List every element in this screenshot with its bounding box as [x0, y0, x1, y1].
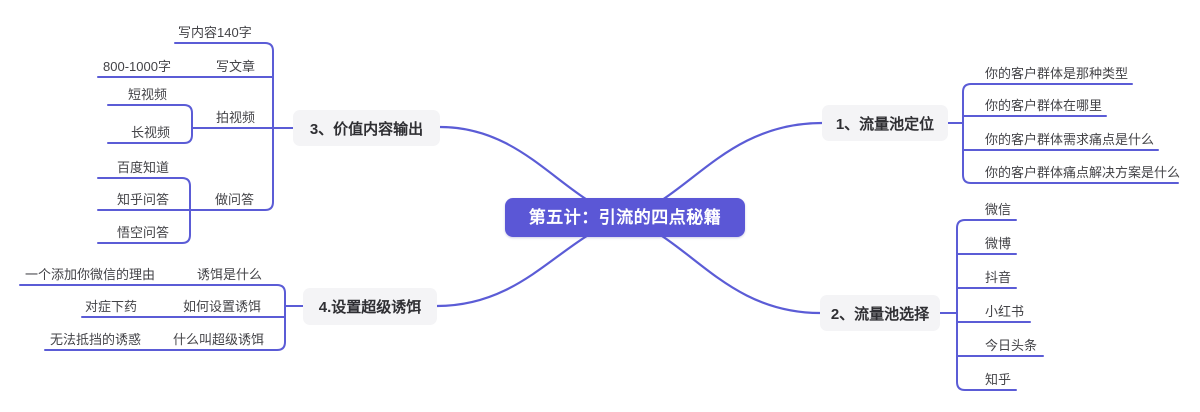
leaf-node[interactable]: 知乎: [985, 372, 1012, 387]
leaf-node[interactable]: 微信: [985, 202, 1012, 217]
leaf-node[interactable]: 微博: [985, 236, 1012, 251]
leaf-node[interactable]: 你的客户群体是那种类型: [985, 66, 1129, 81]
leaf-node[interactable]: 一个添加你微信的理由: [25, 267, 156, 282]
leaf-node[interactable]: 拍视频: [216, 110, 256, 125]
leaf-node[interactable]: 小红书: [985, 304, 1025, 319]
leaf-node[interactable]: 写文章: [216, 59, 256, 74]
leaf-node[interactable]: 你的客户群体痛点解决方案是什么: [985, 165, 1181, 180]
leaf-node[interactable]: 做问答: [215, 192, 255, 207]
topic-node-traffic-pool-positioning[interactable]: 1、流量池定位: [822, 105, 948, 141]
topic-node-traffic-pool-selection[interactable]: 2、流量池选择: [820, 295, 940, 331]
leaf-node[interactable]: 诱饵是什么: [197, 267, 263, 282]
leaf-node[interactable]: 长视频: [131, 125, 171, 140]
topic-node-value-content-output[interactable]: 3、价值内容输出: [293, 110, 440, 146]
leaf-node[interactable]: 无法抵挡的诱惑: [50, 332, 142, 347]
leaf-node[interactable]: 什么叫超级诱饵: [173, 332, 265, 347]
leaf-node[interactable]: 抖音: [985, 270, 1012, 285]
leaf-node[interactable]: 写内容140字: [178, 25, 252, 40]
leaf-node[interactable]: 你的客户群体需求痛点是什么: [985, 132, 1155, 147]
leaf-node[interactable]: 800-1000字: [103, 59, 171, 74]
leaf-node[interactable]: 百度知道: [117, 160, 170, 175]
leaf-node[interactable]: 悟空问答: [117, 225, 170, 240]
leaf-node[interactable]: 知乎问答: [117, 192, 170, 207]
leaf-node[interactable]: 短视频: [128, 87, 168, 102]
leaf-node[interactable]: 今日头条: [985, 338, 1038, 353]
topic-node-super-bait[interactable]: 4.设置超级诱饵: [303, 288, 437, 325]
sub-branch-lines: [19, 42, 1179, 391]
leaf-node[interactable]: 对症下药: [85, 299, 138, 314]
central-topic[interactable]: 第五计：引流的四点秘籍: [505, 198, 745, 237]
leaf-node[interactable]: 如何设置诱饵: [183, 299, 262, 314]
leaf-node[interactable]: 你的客户群体在哪里: [985, 98, 1103, 113]
